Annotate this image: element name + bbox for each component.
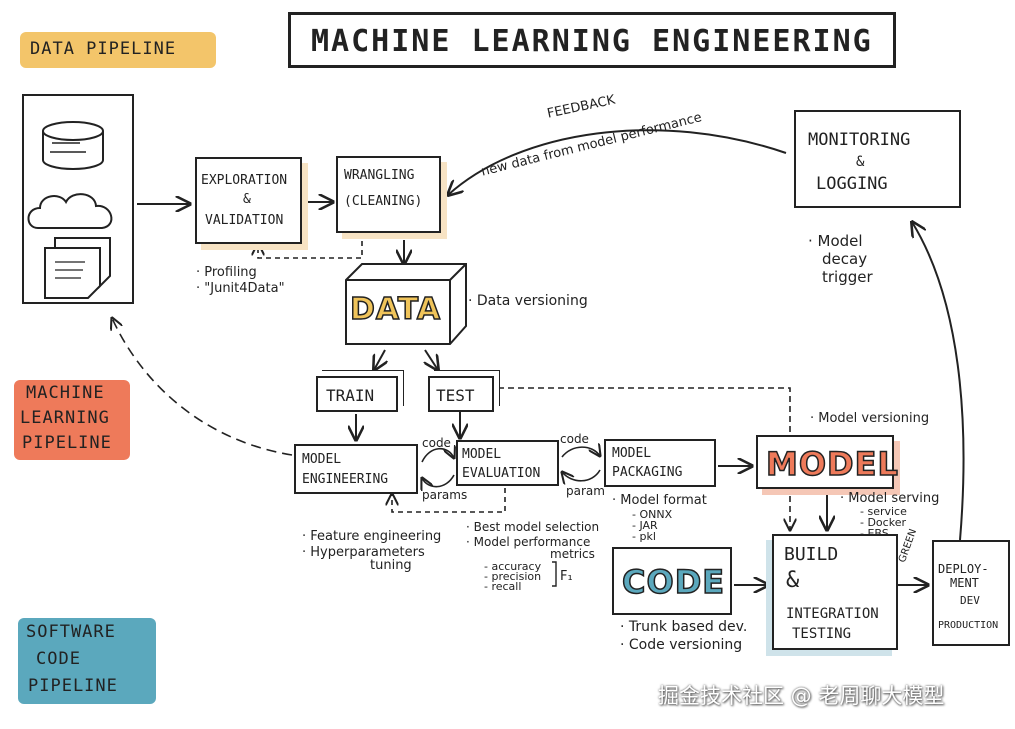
model-engineering-line-1: MODEL <box>302 452 342 467</box>
model-packaging-line-2: PACKAGING <box>612 465 683 480</box>
exploration-line-1: EXPLORATION <box>201 173 288 188</box>
software-pipeline-line-3: PIPELINE <box>28 676 118 696</box>
exploration-line-2: & <box>243 192 251 207</box>
model-versioning-note: · Model versioning <box>810 411 930 426</box>
test-label: TEST <box>436 386 475 405</box>
test-box: TEST <box>428 376 494 412</box>
software-pipeline-tag: SOFTWARE CODE PIPELINE <box>18 618 156 704</box>
feature-eng-note-3: tuning <box>370 558 412 573</box>
model-packaging-line-1: MODEL <box>612 446 652 461</box>
software-pipeline-line-1: SOFTWARE <box>26 622 116 642</box>
database-icon <box>42 121 104 170</box>
model-evaluation-line-2: EVALUATION <box>462 466 541 481</box>
metric-accuracy: - accuracy <box>484 560 542 573</box>
model-format-3: - JAR <box>632 519 658 532</box>
title-box: MACHINE LEARNING ENGINEERING <box>288 12 896 68</box>
build-line-3: INTEGRATION <box>786 606 879 622</box>
deployment-line-1: DEPLOY- <box>938 562 989 576</box>
build-testing-box: BUILD & INTEGRATION TESTING <box>772 534 898 650</box>
model-label: MODEL <box>765 444 899 484</box>
ml-pipeline-tag: MACHINE LEARNING PIPELINE <box>14 380 130 460</box>
data-cube: DATA <box>345 263 467 350</box>
trunk-note-2: · Code versioning <box>620 637 743 653</box>
trunk-note-1: · Trunk based dev. <box>620 619 748 635</box>
wrangling-box: WRANGLING (CLEANING) <box>336 156 441 233</box>
model-decay-2: decay <box>822 250 868 268</box>
software-pipeline-line-2: CODE <box>36 649 81 669</box>
code-label: CODE <box>621 562 726 602</box>
train-label: TRAIN <box>326 386 375 405</box>
model-serving-1: · Model serving <box>840 491 940 506</box>
deployment-production: PRODUCTION <box>938 620 999 631</box>
data-cube-outline <box>345 263 467 345</box>
build-line-4: TESTING <box>792 626 852 642</box>
model-serving-2: - service <box>860 505 907 518</box>
cloud-icon <box>27 193 113 229</box>
documents-icon <box>44 237 111 299</box>
wrangling-line-2: (CLEANING) <box>344 194 423 209</box>
data-pipeline-tag: DATA PIPELINE <box>20 32 216 68</box>
model-engineering-box: MODEL ENGINEERING <box>294 444 418 494</box>
model-packaging-box: MODEL PACKAGING <box>604 439 716 487</box>
deployment-box: DEPLOY- MENT DEV PRODUCTION <box>932 540 1010 646</box>
best-model-note-2: · Model performance <box>466 535 591 549</box>
metric-precision: - precision <box>484 570 542 583</box>
code-box: CODE <box>612 547 732 615</box>
feature-eng-note-2: · Hyperparameters <box>302 545 425 560</box>
train-box: TRAIN <box>316 376 398 412</box>
feature-eng-note-1: · Feature engineering <box>302 529 442 544</box>
monitoring-line-1: MONITORING <box>808 130 911 150</box>
code-label-1: code <box>422 436 451 450</box>
model-format-4: - pkl <box>632 530 656 543</box>
model-decay-1: · Model <box>808 232 863 250</box>
model-format-1: · Model format <box>612 493 707 508</box>
ml-pipeline-line-2: LEARNING <box>20 408 110 428</box>
exploration-validation-box: EXPLORATION & VALIDATION <box>195 157 302 244</box>
model-engineering-line-2: ENGINEERING <box>302 472 389 487</box>
model-box: MODEL <box>756 435 899 489</box>
model-format-2: - ONNX <box>632 508 673 521</box>
build-line-2: & <box>786 568 800 593</box>
best-model-note-3: metrics <box>550 547 595 561</box>
data-label: DATA <box>349 291 442 328</box>
wrangling-line-1: WRANGLING <box>344 168 415 183</box>
params-label: params <box>422 488 468 502</box>
monitoring-logging-box: MONITORING & LOGGING <box>794 110 961 208</box>
ml-pipeline-line-1: MACHINE <box>26 383 105 403</box>
exploration-line-3: VALIDATION <box>205 213 284 228</box>
code-label-2: code <box>560 432 589 446</box>
model-evaluation-line-1: MODEL <box>462 447 502 462</box>
model-serving-3: - Docker <box>860 516 906 529</box>
data-versioning-note: · Data versioning <box>468 293 588 309</box>
page-title: MACHINE LEARNING ENGINEERING <box>311 24 873 59</box>
build-line-1: BUILD <box>784 544 839 565</box>
ml-pipeline-line-3: PIPELINE <box>22 433 112 453</box>
model-decay-3: trigger <box>822 268 873 286</box>
watermark: 掘金技术社区 @ 老周聊大模型 <box>658 684 945 708</box>
best-model-note-1: · Best model selection <box>466 520 600 534</box>
deployment-dev: DEV <box>960 594 980 607</box>
f1-label: F₁ <box>560 569 573 584</box>
profiling-note-1: · Profiling <box>196 265 257 280</box>
data-pipeline-label: DATA PIPELINE <box>30 39 177 59</box>
param-label: param <box>566 484 605 498</box>
monitoring-line-3: LOGGING <box>816 174 888 194</box>
monitoring-line-2: & <box>856 154 865 170</box>
profiling-note-2: · "Junit4Data" <box>196 281 285 296</box>
deployment-line-2: MENT <box>950 576 979 590</box>
metric-recall: - recall <box>484 580 522 593</box>
model-evaluation-box: MODEL EVALUATION <box>456 440 559 486</box>
